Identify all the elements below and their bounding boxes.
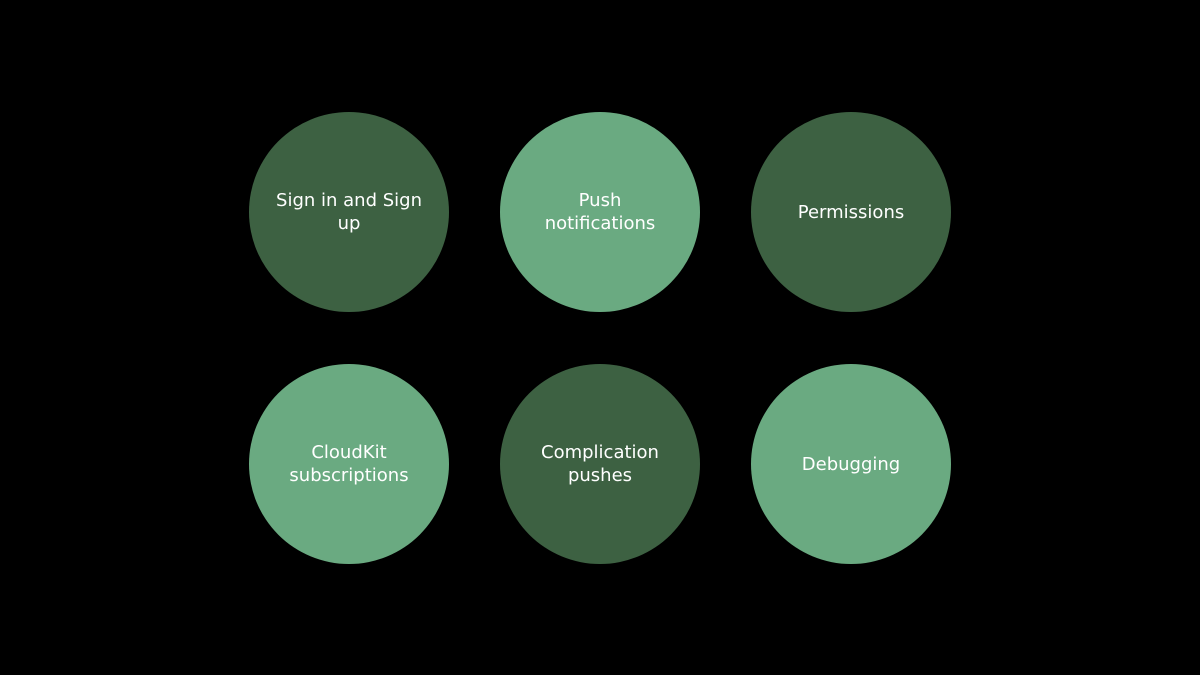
topic-label: Permissions bbox=[797, 201, 905, 223]
topic-label: Complication pushes bbox=[541, 442, 659, 486]
topic-label: Debugging bbox=[801, 453, 901, 475]
topic-label: Push notifications bbox=[544, 190, 656, 234]
topic-label: Sign in and Sign up bbox=[276, 190, 422, 234]
topic-circle-cloudkit-subscriptions: CloudKit subscriptions bbox=[249, 364, 449, 564]
topic-circle-debugging: Debugging bbox=[751, 364, 951, 564]
topic-circle-push-notifications: Push notifications bbox=[500, 112, 700, 312]
topic-circle-complication-pushes: Complication pushes bbox=[500, 364, 700, 564]
topic-circle-permissions: Permissions bbox=[751, 112, 951, 312]
topic-label: CloudKit subscriptions bbox=[289, 442, 409, 486]
topic-circle-sign-in: Sign in and Sign up bbox=[249, 112, 449, 312]
